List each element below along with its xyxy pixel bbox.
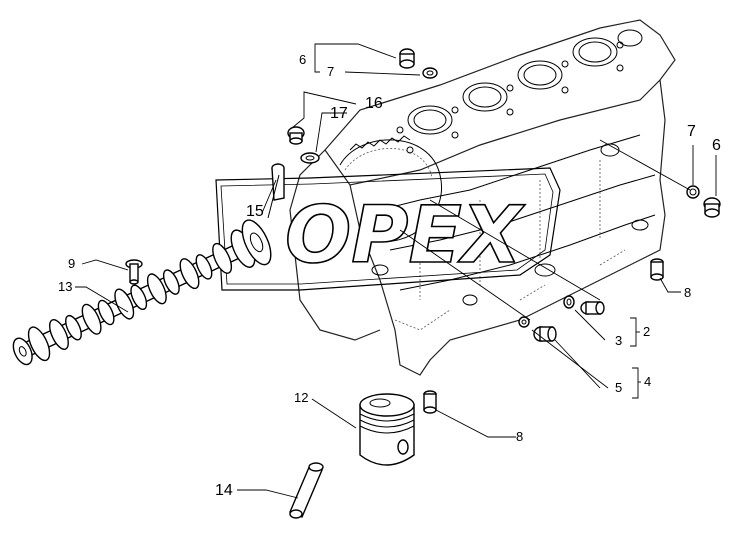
- plug-16: [287, 126, 305, 145]
- bolt-9: [125, 259, 143, 285]
- callout-2: 2: [643, 324, 650, 339]
- plug-4: [533, 326, 557, 342]
- callout-17: 17: [330, 105, 348, 122]
- callout-3: 3: [615, 333, 622, 348]
- plug-6-top: [399, 48, 415, 69]
- piston-pin-14: [289, 462, 324, 519]
- callout-6-right: 6: [712, 137, 721, 154]
- washer-17: [300, 152, 320, 164]
- plug-6-right: [703, 197, 721, 218]
- callout-9: 9: [68, 256, 75, 271]
- callout-15: 15: [246, 203, 264, 220]
- callout-7-right: 7: [687, 123, 696, 140]
- callout-7-top: 7: [327, 64, 334, 79]
- watermark-text: OPEX: [285, 191, 526, 281]
- callout-labels: 6 7 17 16 7 6 15 9 13 8 3 2 5 4 12 8 14: [58, 52, 721, 499]
- watermark: OPEX: [215, 167, 561, 291]
- plug-2: [580, 301, 605, 315]
- callout-8-mid: 8: [516, 429, 523, 444]
- dowel-15: [267, 163, 285, 219]
- callout-12: 12: [294, 390, 308, 405]
- callout-6-top: 6: [299, 52, 306, 67]
- dowel-8-mid: [423, 390, 437, 414]
- washer-5: [518, 316, 530, 328]
- leader-lines: [75, 43, 717, 499]
- washer-7-top: [422, 67, 438, 79]
- callout-16: 16: [365, 95, 383, 112]
- washer-3: [563, 295, 575, 309]
- callout-4: 4: [644, 374, 651, 389]
- piston-12: [359, 393, 415, 466]
- callout-8-right: 8: [684, 285, 691, 300]
- dowel-8-right: [650, 258, 664, 281]
- callout-14: 14: [215, 482, 233, 499]
- camshaft: [12, 219, 272, 366]
- engine-block: [289, 19, 676, 376]
- callout-13: 13: [58, 279, 72, 294]
- callout-5: 5: [615, 380, 622, 395]
- washer-7-right: [686, 185, 700, 199]
